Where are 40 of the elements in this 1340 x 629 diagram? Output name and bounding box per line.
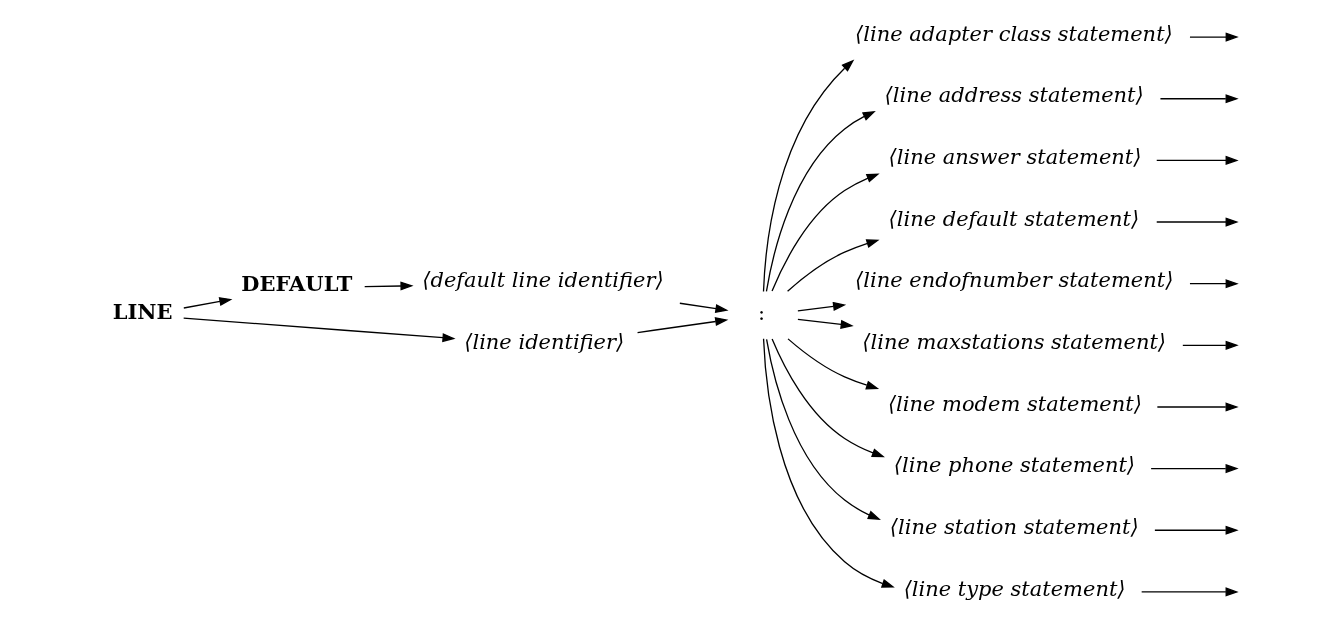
arrow xyxy=(786,239,880,292)
arrow xyxy=(1141,587,1239,597)
arrow xyxy=(636,317,729,334)
node-text: ⟨line address statement⟩ xyxy=(884,83,1144,108)
arrow xyxy=(1159,94,1239,104)
arrow xyxy=(1154,525,1239,535)
arrow xyxy=(765,111,876,293)
arrow xyxy=(1189,32,1239,42)
node-text: ⟨line modem statement⟩ xyxy=(887,391,1142,416)
node-text: ⟨line adapter class statement⟩ xyxy=(855,21,1173,46)
arrow xyxy=(762,59,855,293)
arrow xyxy=(1156,155,1239,165)
arrow xyxy=(1156,402,1239,412)
node-text: : xyxy=(758,301,766,326)
node-text: ⟨line default statement⟩ xyxy=(888,206,1140,231)
arrow xyxy=(364,281,414,291)
arrow xyxy=(183,297,233,309)
arrow xyxy=(1150,464,1239,474)
node-text: ⟨default line identifier⟩ xyxy=(422,268,664,293)
node-text: ⟨line endofnumber statement⟩ xyxy=(855,268,1174,293)
arrow xyxy=(1189,279,1239,289)
node-text: ⟨line station statement⟩ xyxy=(889,514,1139,539)
node-text: ⟨line type statement⟩ xyxy=(903,576,1126,601)
node-text: ⟨line maxstations statement⟩ xyxy=(862,330,1167,354)
node-text: ⟨line identifier⟩ xyxy=(464,330,625,354)
node-text: LINE xyxy=(112,298,173,324)
arrow xyxy=(771,173,880,292)
arrow xyxy=(183,317,456,343)
arrow xyxy=(771,338,885,458)
arrow xyxy=(679,302,729,314)
node-text: ⟨line phone statement⟩ xyxy=(893,453,1136,478)
arrow xyxy=(1156,217,1239,227)
arrow xyxy=(797,301,847,312)
arrow xyxy=(765,338,881,520)
arrow xyxy=(1182,340,1239,350)
arrow xyxy=(797,318,854,329)
arrow xyxy=(787,338,880,390)
node-text: DEFAULT xyxy=(241,271,353,297)
node-text: ⟨line answer statement⟩ xyxy=(888,145,1142,170)
arrow xyxy=(762,338,895,588)
